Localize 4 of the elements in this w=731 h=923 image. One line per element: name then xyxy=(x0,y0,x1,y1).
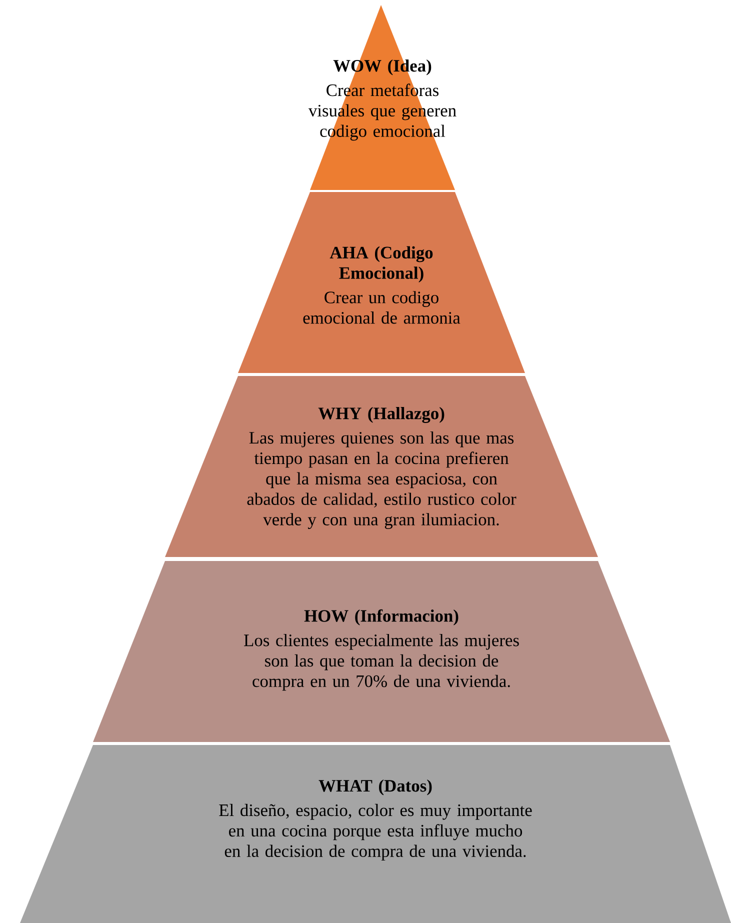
pyramid-band: HOW (Informacion) Los clientes especialmente las mujeres son las que toman la decision de compra en un 70% de una vivienda. xyxy=(93,561,670,742)
pyramid-band: WHAT (Datos) El diseño, espacio, color es muy importante en una cocina porque esta influye mucho en la decision de compra de una vivienda. xyxy=(20,745,731,923)
pyramid-band: AHA (Codigo Emocional) Crear un codigo emocional de armonia xyxy=(238,192,525,373)
pyramid-band: WHY (Hallazgo) Las mujeres quienes son las que mas tiempo pasan en la cocina prefieren que la misma sea espaciosa, con abados de calidad, estilo rustico color verde y con una gran ilumiacion. xyxy=(165,376,598,557)
